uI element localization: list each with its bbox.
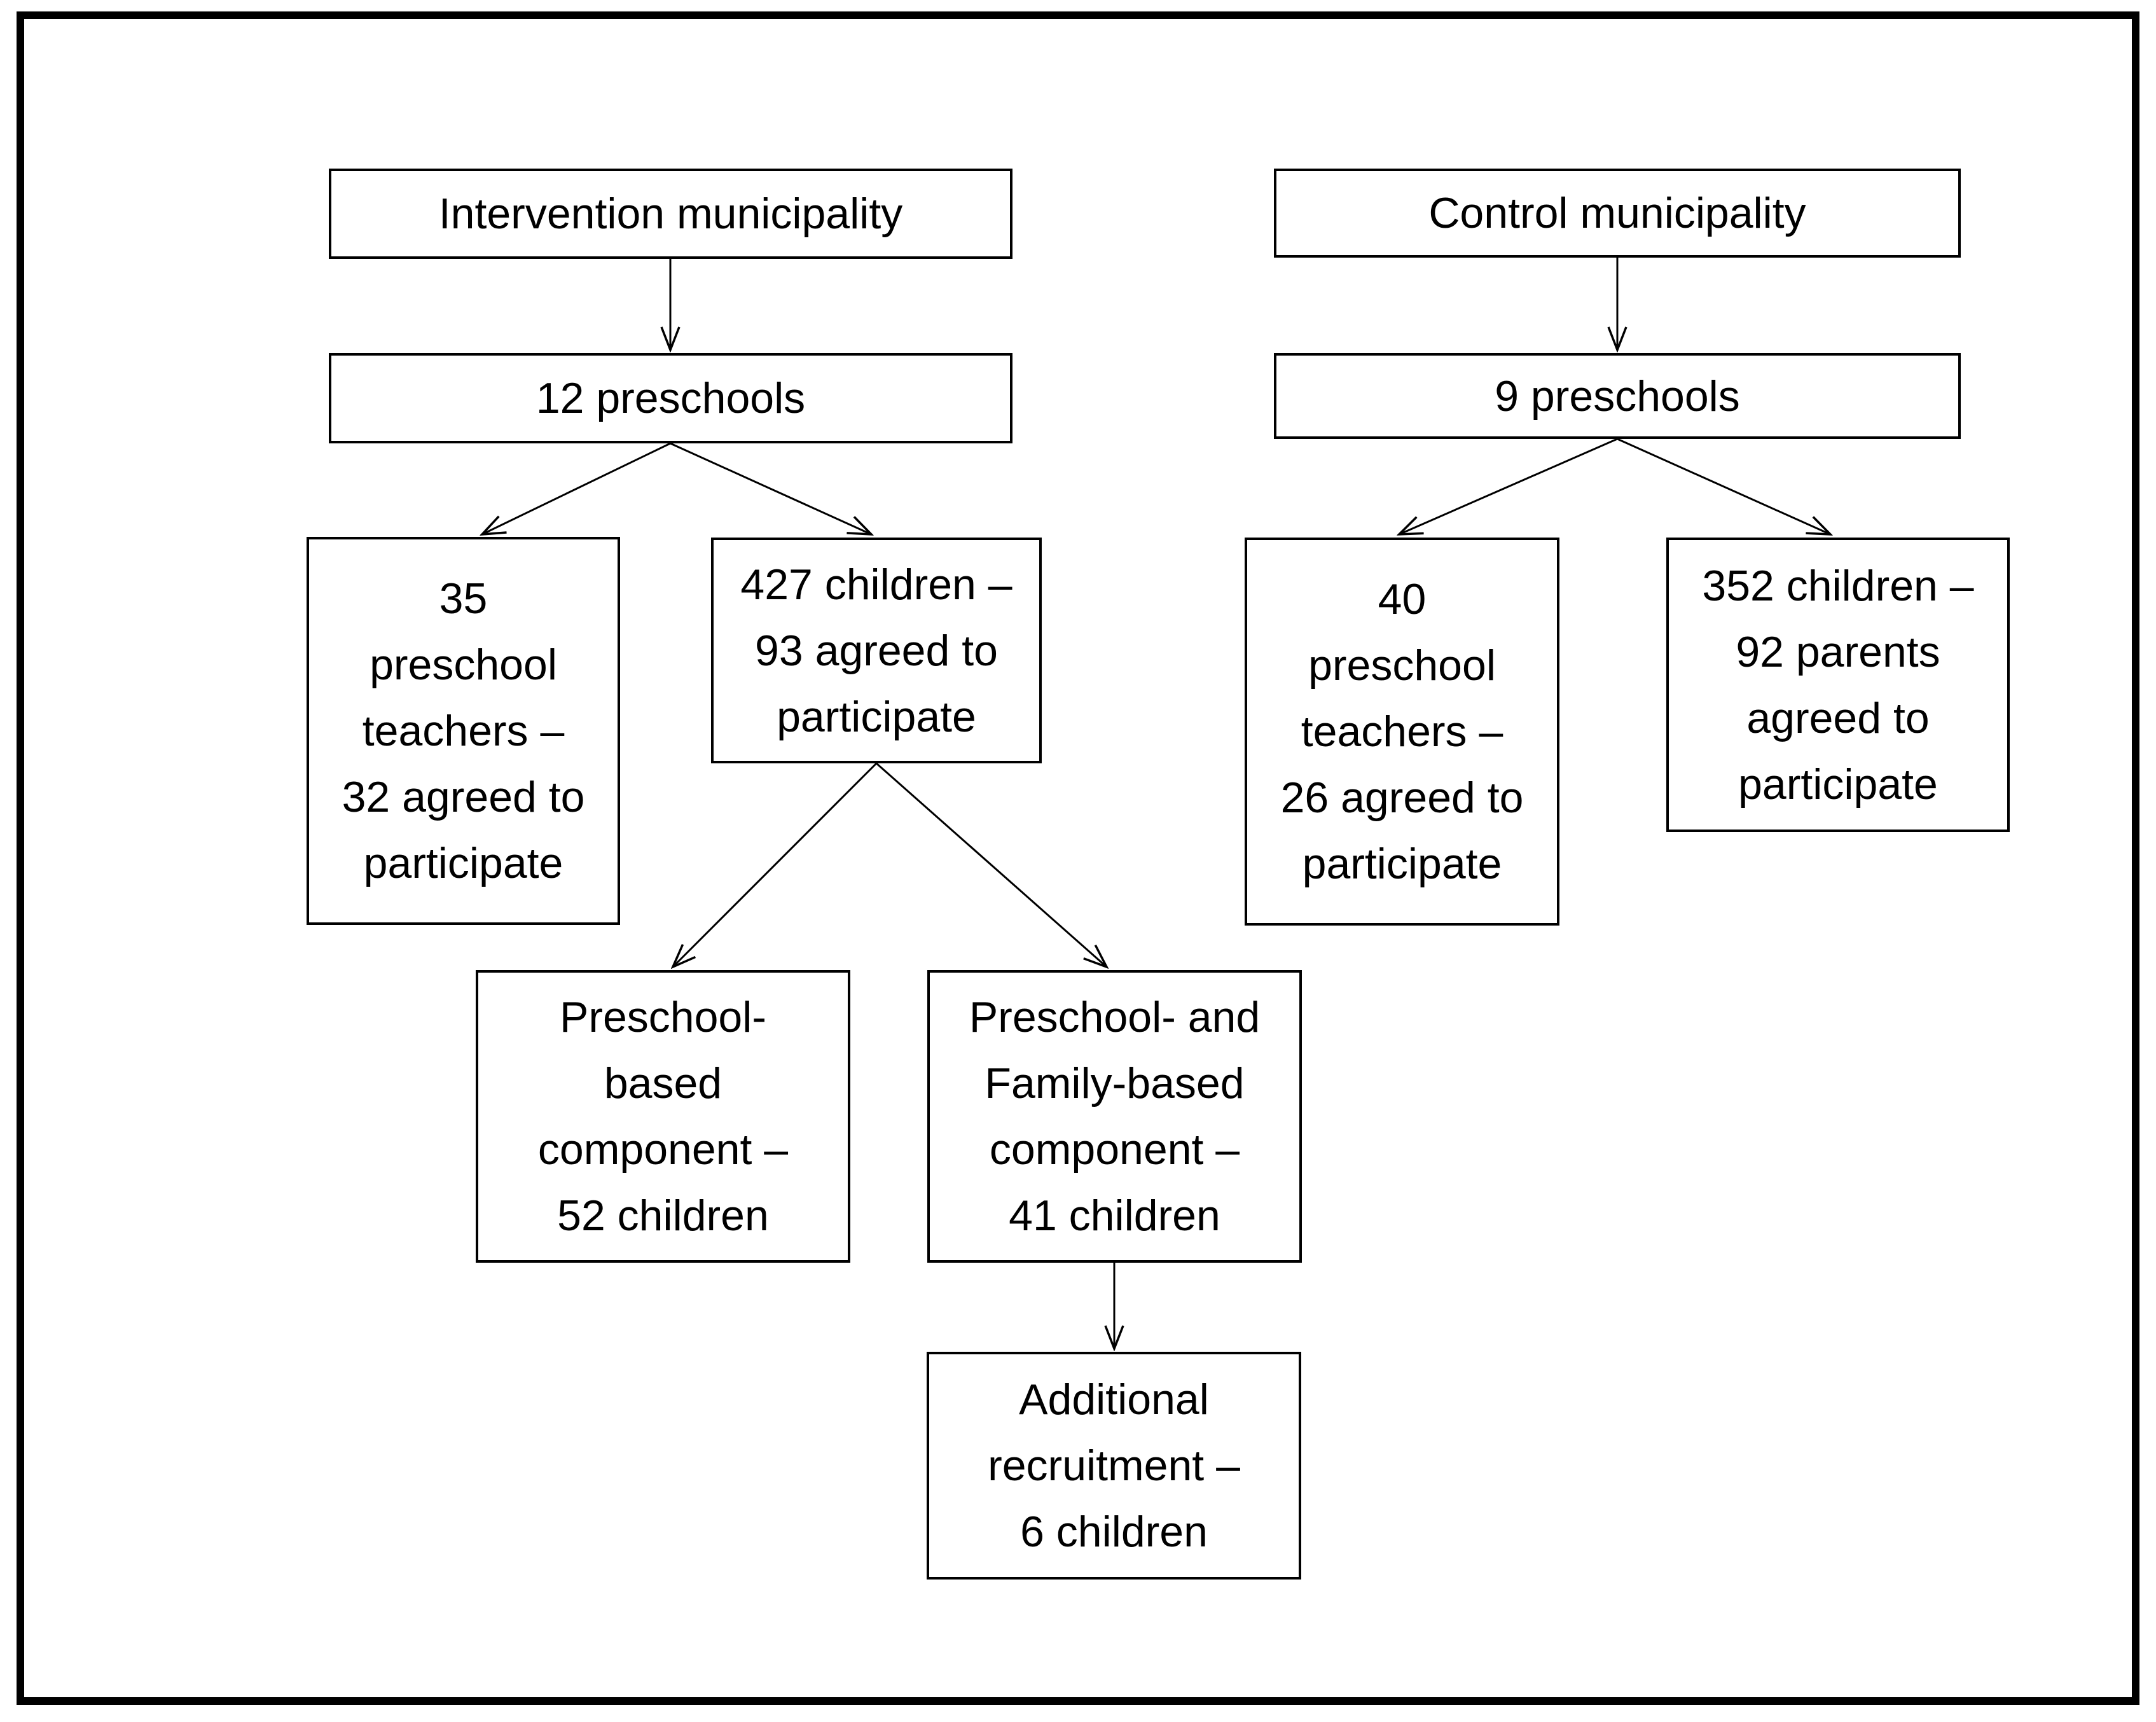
flow-node-intervention-teachers: 35 preschool teachers – 32 agreed to par… <box>307 537 620 925</box>
flow-node-additional-recruitment: Additional recruitment – 6 children <box>927 1352 1301 1580</box>
flow-node-control-municipality: Control municipality <box>1274 169 1961 258</box>
flow-node-preschool-based-component: Preschool- based component – 52 children <box>476 970 850 1263</box>
flow-node-preschool-family-component: Preschool- and Family-based component – … <box>927 970 1302 1263</box>
flow-node-control-children: 352 children – 92 parents agreed to part… <box>1666 538 2010 832</box>
flow-node-control-teachers: 40 preschool teachers – 26 agreed to par… <box>1245 538 1559 926</box>
flow-node-intervention-municipality: Intervention municipality <box>329 169 1012 259</box>
flow-node-intervention-children: 427 children – 93 agreed to participate <box>711 538 1042 763</box>
flow-node-control-preschools: 9 preschools <box>1274 353 1961 439</box>
flow-node-intervention-preschools: 12 preschools <box>329 353 1012 443</box>
